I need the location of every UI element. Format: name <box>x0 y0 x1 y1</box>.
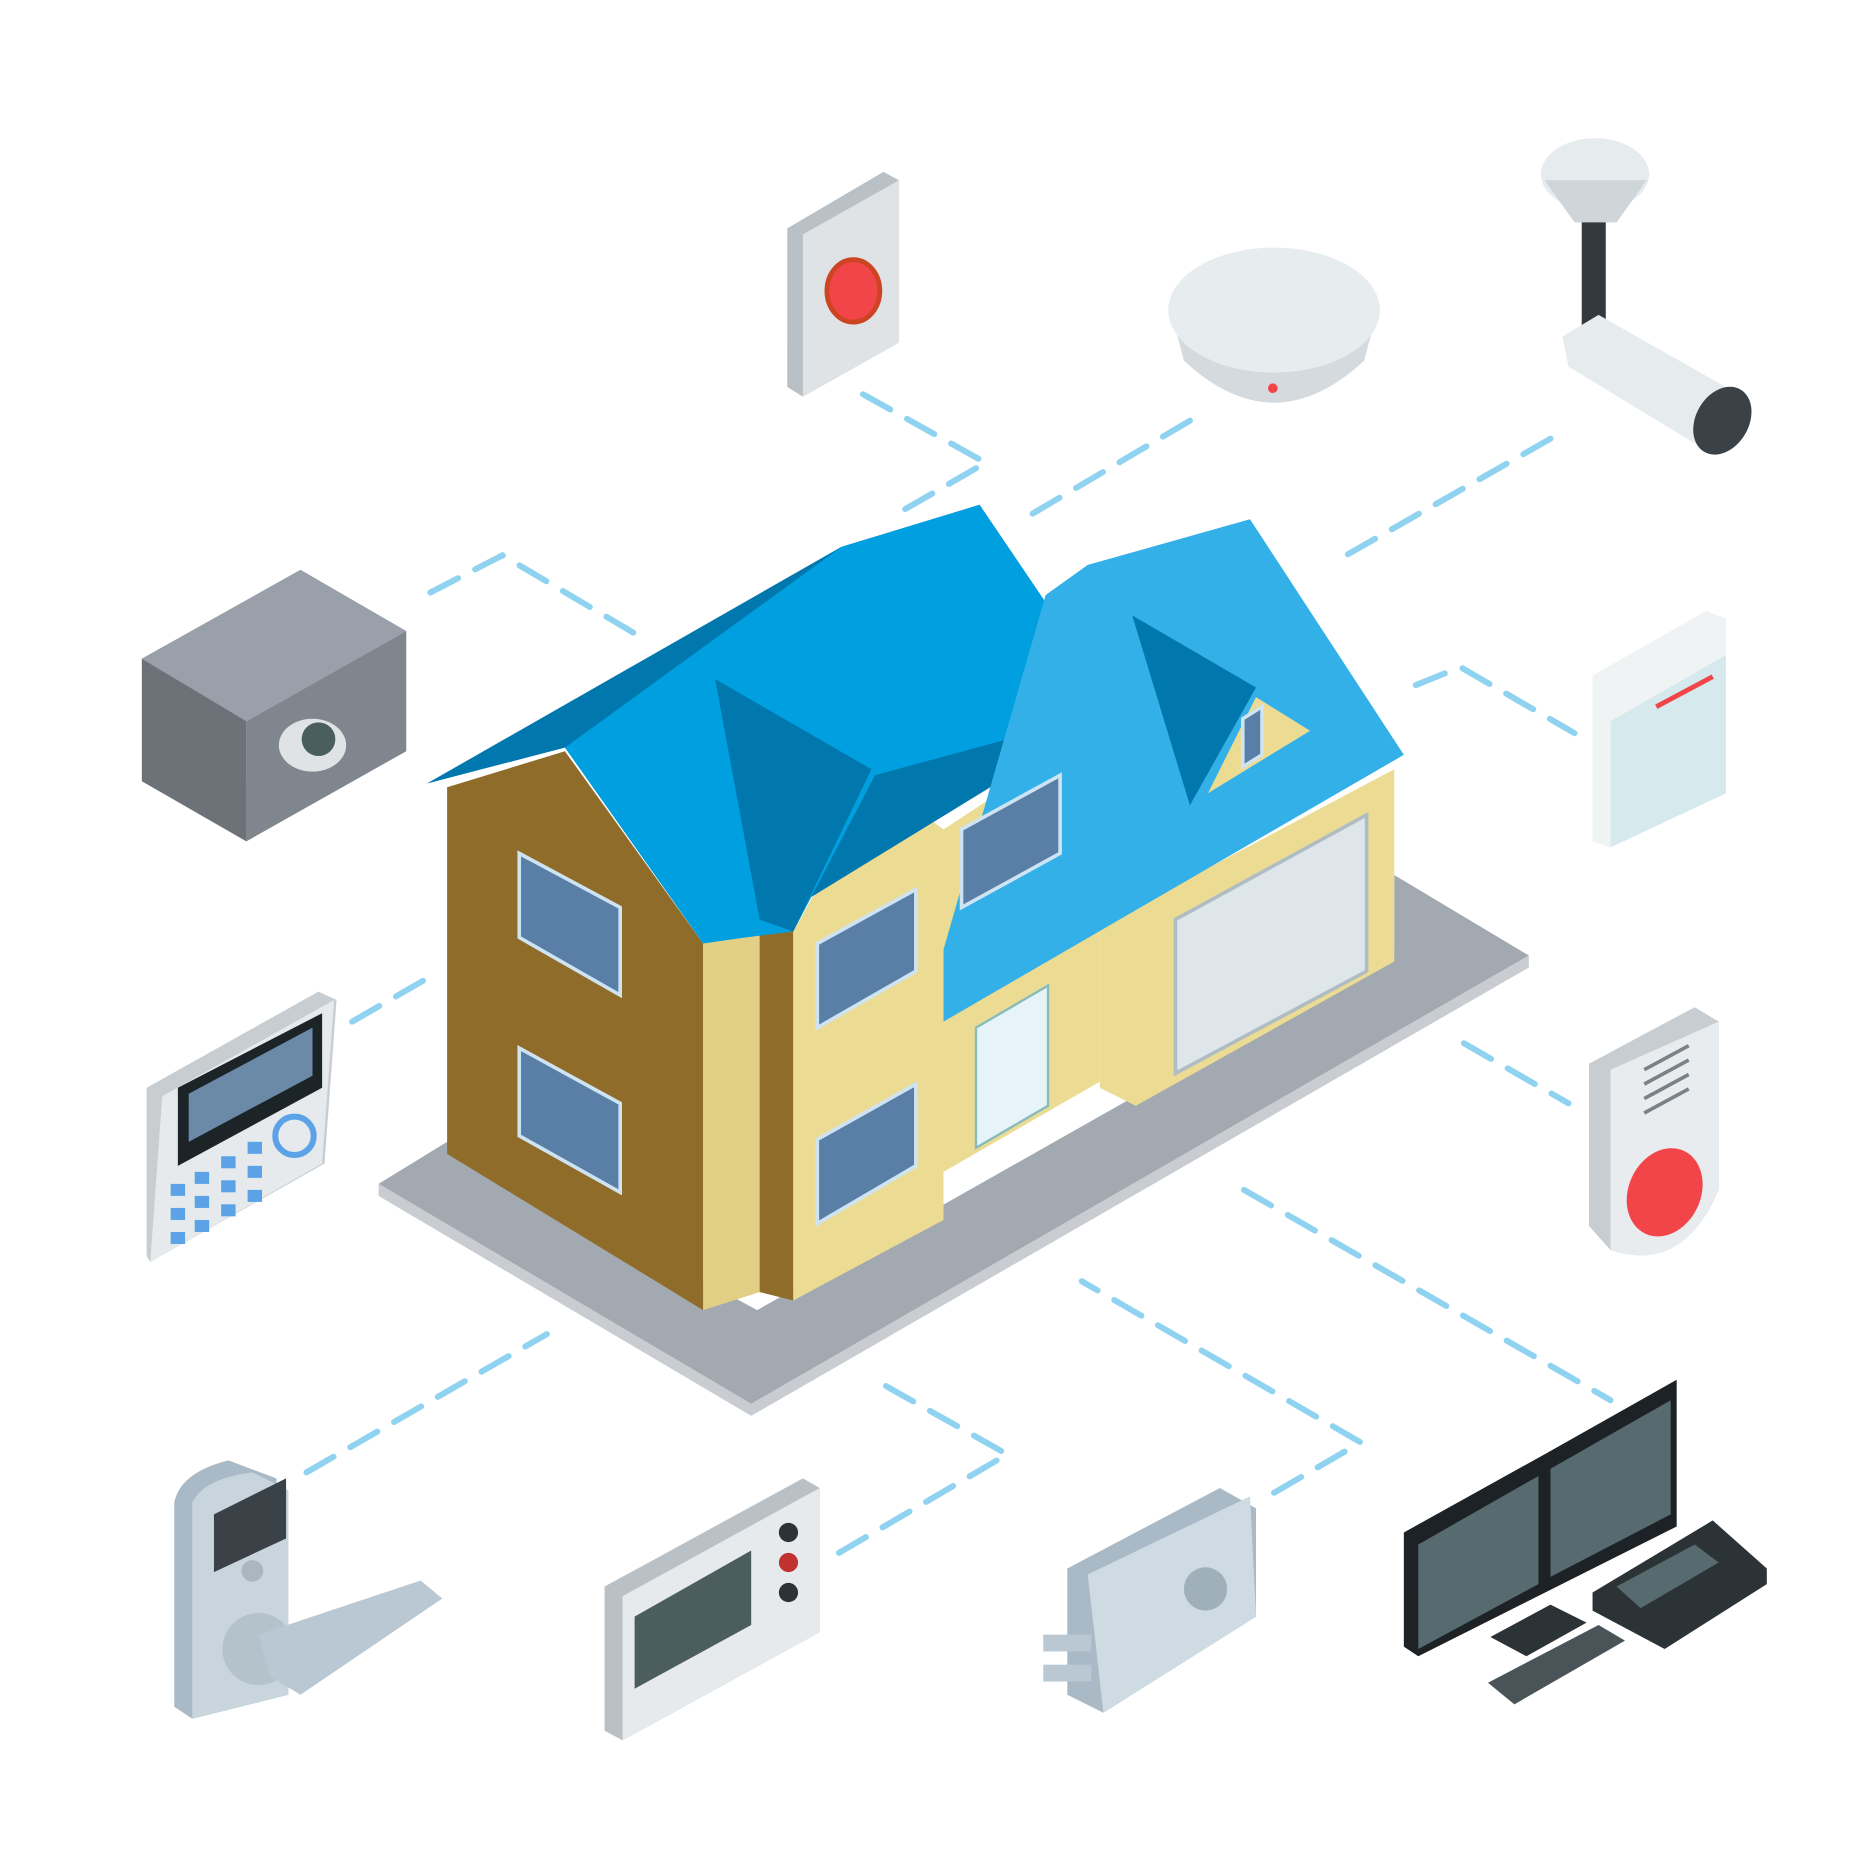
window <box>815 1081 918 1227</box>
window <box>959 772 1062 911</box>
connector-panic-button <box>859 391 992 520</box>
connector-safe <box>427 551 638 637</box>
keycard-door-lock-icon <box>174 1460 443 1719</box>
windows <box>517 703 1264 1227</box>
roof-garage <box>943 519 1404 1022</box>
connector-intercom <box>835 1381 1014 1556</box>
front-door <box>974 983 1050 1150</box>
connectors <box>303 391 1614 1556</box>
smoke-detector-icon <box>1168 247 1380 403</box>
connector-smoke-detector <box>1028 417 1193 518</box>
video-intercom-icon <box>604 1478 820 1741</box>
roof-dormer <box>1132 615 1257 806</box>
front-wall-b <box>759 919 794 1301</box>
connector-door-lock <box>303 1331 550 1476</box>
monitoring-station-icon <box>1403 1379 1767 1705</box>
window <box>815 886 918 1031</box>
connector-motion-sensor <box>1412 663 1578 737</box>
safe-icon <box>141 569 407 842</box>
house-icon <box>378 504 1529 1416</box>
connector-keypad <box>349 977 427 1025</box>
garage-door <box>1173 811 1369 1077</box>
siren-icon <box>1588 1007 1719 1256</box>
connector-deadbolt <box>1078 1278 1367 1496</box>
cctv-camera-icon <box>1540 138 1752 455</box>
deadbolt-lock-icon <box>1043 1487 1257 1713</box>
connector-camera <box>1343 435 1554 559</box>
window <box>517 1045 622 1196</box>
front-wall-a <box>703 919 760 1311</box>
alarm-keypad-icon <box>146 991 337 1263</box>
window <box>1240 703 1264 771</box>
connector-monitor <box>1240 1186 1614 1404</box>
roof-gable-left <box>715 679 872 932</box>
panic-button-icon <box>787 171 900 397</box>
left-wall <box>447 751 704 1311</box>
roof-main <box>564 504 1118 944</box>
connector-siren <box>1460 1040 1572 1107</box>
motion-sensor-icon <box>1592 610 1726 848</box>
window <box>517 850 622 999</box>
